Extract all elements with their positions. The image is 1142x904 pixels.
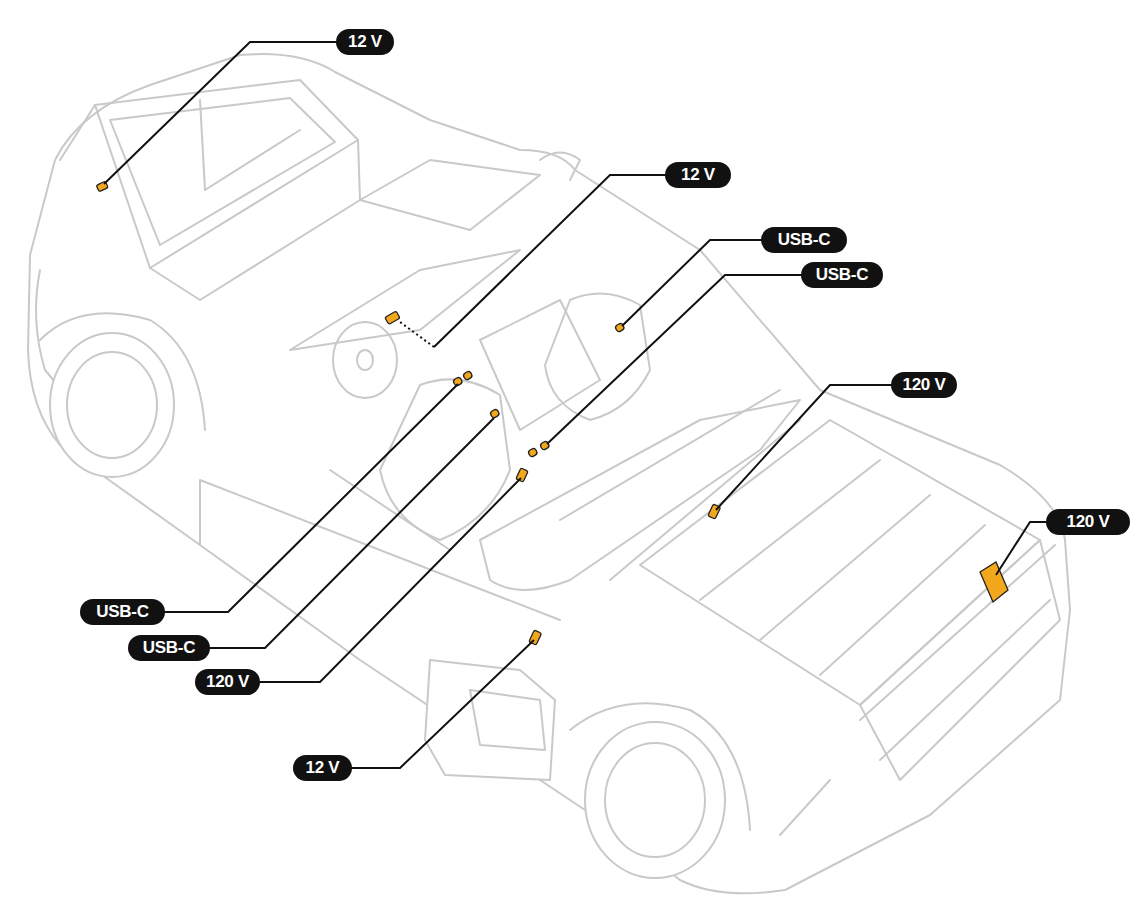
front-wheel-rim <box>67 352 157 458</box>
bed-outline <box>640 420 1040 705</box>
front-wheel-arch <box>40 313 205 430</box>
outlet-marker <box>385 311 400 324</box>
rear-wheel-rim <box>605 743 705 857</box>
leader-line <box>716 385 892 510</box>
rear-lights <box>780 600 1050 835</box>
windshield <box>360 160 540 230</box>
callout-label: USB-C <box>816 265 868 285</box>
callout-pill: USB-C <box>801 262 883 288</box>
passenger-seat <box>545 294 650 420</box>
leader-line <box>258 478 521 682</box>
leader-line <box>104 42 337 184</box>
rear-bench <box>480 400 800 590</box>
outlet-marker <box>980 562 1008 602</box>
rear-wheel <box>585 722 725 878</box>
outlet-marker <box>463 371 473 381</box>
tailgate <box>860 540 1060 780</box>
dashboard <box>290 250 520 350</box>
callout-label: 12 V <box>681 165 715 185</box>
callout-pill: USB-C <box>761 227 847 253</box>
callout-label: 120 V <box>206 672 249 692</box>
leader-line <box>996 522 1047 575</box>
callout-pill: 12 V <box>293 755 352 781</box>
callout-pill: USB-C <box>80 599 165 625</box>
callout-pill: 12 V <box>665 162 731 188</box>
leader-line <box>434 175 666 347</box>
side-mirror <box>540 153 580 181</box>
leader-line <box>350 640 534 768</box>
bed-rail <box>610 420 1055 720</box>
frunk-inner <box>110 98 335 245</box>
callout-label: 12 V <box>306 758 340 778</box>
bed-floor-lines <box>700 460 985 675</box>
outlet-marker <box>490 409 500 419</box>
steering-hub <box>357 350 373 370</box>
leader-line <box>400 322 434 347</box>
callout-pill: 120 V <box>195 669 260 695</box>
rear-wheel-arch <box>570 703 750 830</box>
front-wheel <box>50 333 174 477</box>
leader-line <box>547 275 802 444</box>
callout-pill: USB-C <box>128 635 210 661</box>
rear-seatback <box>560 390 780 520</box>
callout-pill: 12 V <box>336 29 394 55</box>
callout-label: 12 V <box>348 32 382 52</box>
callout-label: USB-C <box>143 638 195 658</box>
gear-tunnel-opening <box>470 690 545 750</box>
leader-line <box>622 240 762 326</box>
callout-label: USB-C <box>778 230 830 250</box>
body-outline <box>28 54 1070 893</box>
callout-label: 120 V <box>903 375 946 395</box>
frunk-opening <box>95 80 358 268</box>
frunk-floor <box>200 100 300 190</box>
callout-pill: 120 V <box>1046 509 1130 535</box>
callout-label: USB-C <box>96 602 148 622</box>
callout-label: 120 V <box>1067 512 1110 532</box>
leader-line <box>208 418 494 648</box>
gear-tunnel-door <box>425 660 555 780</box>
steering-wheel <box>333 322 397 398</box>
hood-line <box>60 105 360 300</box>
callout-pill: 120 V <box>891 372 957 398</box>
outlet-marker <box>528 448 538 458</box>
